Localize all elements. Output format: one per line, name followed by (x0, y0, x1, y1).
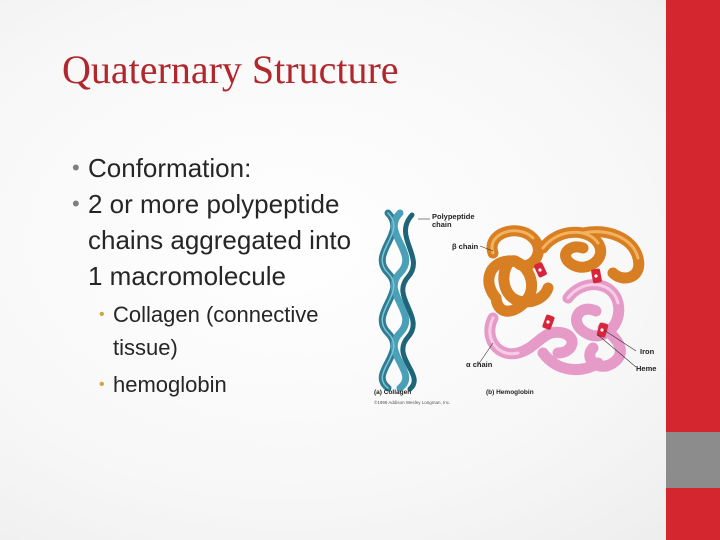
protein-figure: Polypeptide chain β chain α chain Iron H… (368, 203, 660, 415)
slide-title: Quaternary Structure (62, 47, 399, 92)
accent-bar-red (666, 0, 720, 432)
accent-bar-gray (666, 432, 720, 488)
hemoglobin-beta-highlights (490, 229, 640, 260)
bullet-conformation: Conformation: (72, 150, 362, 186)
label-iron: Iron (640, 347, 655, 356)
label-heme: Heme (636, 364, 657, 373)
label-leader-lines (477, 245, 637, 368)
hemoglobin-alpha-highlights (488, 283, 620, 356)
label-polypeptide-chain: Polypeptide chain (432, 212, 475, 229)
sub-bullet-collagen: Collagen (connective tissue) (97, 298, 362, 364)
iron-atoms (538, 268, 604, 332)
bullet-list: Conformation: 2 or more polypeptide chai… (72, 150, 362, 401)
label-alpha-chain: α chain (466, 360, 493, 369)
bullet-polypeptide-chains: 2 or more polypeptide chains aggregated … (72, 186, 362, 294)
protein-illustration (378, 209, 645, 392)
caption-collagen: (a) Collagen (374, 389, 412, 396)
caption-hemoglobin: (b) Hemoglobin (486, 389, 534, 396)
accent-bar-red-bottom (666, 488, 720, 540)
label-beta-chain: β chain (452, 242, 479, 251)
sub-bullet-hemoglobin: hemoglobin (97, 368, 362, 401)
collagen-helix (378, 209, 417, 392)
figure-copyright: ©1999 Addison Wesley Longman, Inc. (374, 400, 451, 405)
